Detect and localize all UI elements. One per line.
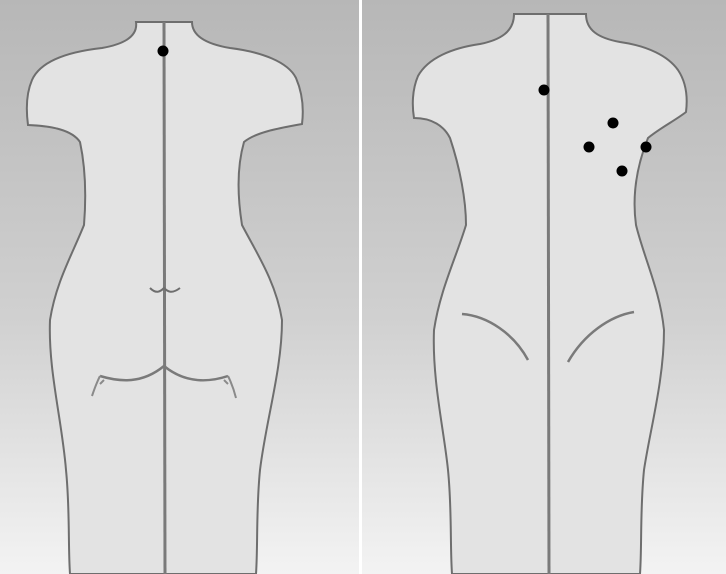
back-spine-line	[548, 14, 549, 574]
back-marker-4	[641, 142, 652, 153]
front-marker	[158, 46, 169, 57]
back-marker-1	[539, 85, 550, 96]
front-view-figure	[0, 0, 359, 574]
front-centerline	[164, 22, 165, 574]
back-marker-5	[617, 166, 628, 177]
back-view-figure	[362, 0, 726, 574]
back-marker-2	[608, 118, 619, 129]
back-marker-3	[584, 142, 595, 153]
back-view-panel	[362, 0, 726, 574]
front-view-panel	[0, 0, 359, 574]
